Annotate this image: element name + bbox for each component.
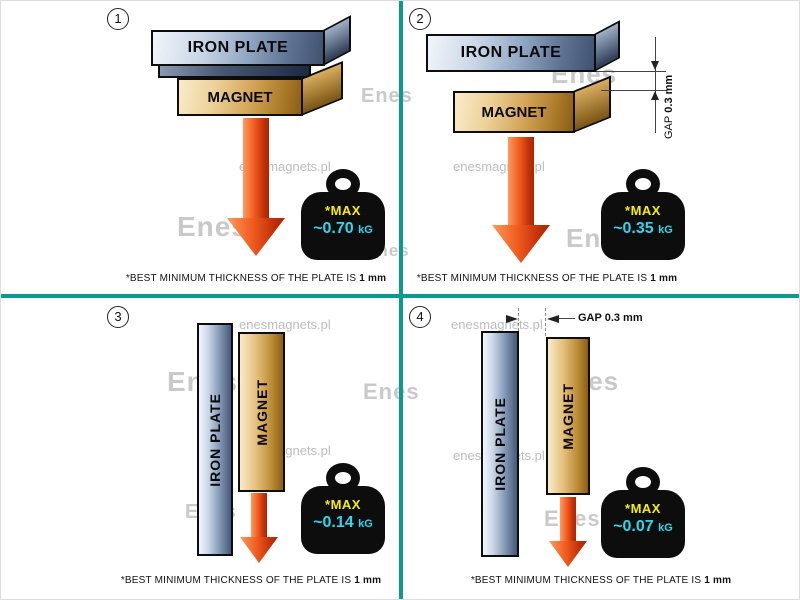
- iron-plate: IRON PLATE: [481, 331, 519, 557]
- panel-4-number: 4: [409, 306, 431, 328]
- enes-logo-watermark: Enes: [363, 379, 420, 404]
- max-label: *MAX: [625, 203, 661, 218]
- panel-4: 4 enesmagnets.pl Enes Enes enesmagnets.p…: [401, 296, 799, 599]
- gap-extension-line: [518, 308, 519, 336]
- iron-plate-label: IRON PLATE: [187, 39, 289, 56]
- weight-icon: *MAX ~0.07 kG: [601, 467, 685, 558]
- force-value: ~0.07: [613, 518, 654, 535]
- magnet: MAGNET: [177, 78, 303, 116]
- panel-3-number: 3: [107, 306, 129, 328]
- pull-force-arrow: [549, 497, 587, 567]
- iron-plate-label: IRON PLATE: [492, 397, 508, 491]
- pull-force-arrow: [240, 493, 278, 563]
- gap-label: GAP 0.3 mm: [663, 74, 675, 139]
- caption: *BEST MINIMUM THICKNESS OF THE PLATE IS …: [125, 273, 387, 284]
- weight-body: *MAX ~0.07 kG: [601, 490, 685, 558]
- site-watermark: enesmagnets.pl: [239, 317, 331, 332]
- magnet: MAGNET: [546, 337, 590, 495]
- gap-arrow-down: [651, 61, 659, 70]
- site-watermark: enesmagnets.pl: [451, 317, 543, 332]
- force-value: ~0.14: [313, 514, 354, 531]
- iron-plate-bottom-face: [158, 64, 311, 78]
- magnet-label: MAGNET: [253, 378, 270, 446]
- vertical-divider: [399, 1, 403, 599]
- iron-plate: IRON PLATE: [197, 323, 233, 556]
- weight-icon: *MAX ~0.35 kG: [601, 169, 685, 260]
- panel-1-number: 1: [107, 8, 129, 30]
- gap-extension-line: [596, 71, 666, 72]
- gap-arrow-up: [651, 91, 659, 100]
- caption: *BEST MINIMUM THICKNESS OF THE PLATE IS …: [120, 575, 382, 586]
- gap-extension-line: [601, 90, 666, 91]
- gap-label: GAP 0.3 mm: [578, 312, 643, 324]
- force-value: ~0.35: [613, 220, 654, 237]
- panel-3: 3 enesmagnets.pl Enes Enes enesmagnets.p…: [1, 296, 419, 599]
- magnet-label: MAGNET: [207, 88, 273, 106]
- iron-plate: IRON PLATE: [151, 30, 325, 66]
- weight-icon: *MAX ~0.14 kG: [301, 463, 385, 554]
- gap-extension-line: [545, 308, 546, 336]
- weight-body: *MAX ~0.35 kG: [601, 192, 685, 260]
- gap-arrow-left: [547, 315, 559, 323]
- iron-plate: IRON PLATE: [426, 34, 596, 72]
- force-unit: kG: [658, 224, 673, 236]
- pull-force-arrow: [492, 137, 550, 263]
- weight-body: *MAX ~0.14 kG: [301, 486, 385, 554]
- iron-plate-label: IRON PLATE: [460, 44, 562, 61]
- panel-2-number: 2: [409, 8, 431, 30]
- caption: *BEST MINIMUM THICKNESS OF THE PLATE IS …: [416, 273, 678, 284]
- force-value: ~0.70: [313, 220, 354, 237]
- pull-force-arrow: [227, 118, 285, 256]
- magnet: MAGNET: [453, 91, 575, 133]
- force-unit: kG: [358, 518, 373, 530]
- force-unit: kG: [658, 522, 673, 534]
- iron-plate-side-face: [323, 15, 351, 66]
- caption: *BEST MINIMUM THICKNESS OF THE PLATE IS …: [470, 575, 732, 586]
- magnet-label: MAGNET: [481, 103, 547, 121]
- max-label: *MAX: [325, 203, 361, 218]
- max-label: *MAX: [625, 501, 661, 516]
- magnet-label: MAGNET: [560, 382, 576, 450]
- force-unit: kG: [358, 224, 373, 236]
- panel-1: 1 Enes Enes Enes Enes enesmagnets.pl IRO…: [1, 1, 412, 296]
- weight-icon: *MAX ~0.70 kG: [301, 169, 385, 260]
- gap-dimension-line: [655, 37, 656, 133]
- magnet: MAGNET: [238, 332, 285, 492]
- max-label: *MAX: [325, 497, 361, 512]
- panel-2: 2 Enes Enes enesmagnets.pl IRON PLATE MA…: [401, 1, 799, 296]
- gap-dimension-line: [559, 318, 575, 319]
- weight-body: *MAX ~0.70 kG: [301, 192, 385, 260]
- gap-arrow-right: [506, 315, 518, 323]
- iron-plate-label: IRON PLATE: [207, 392, 223, 487]
- horizontal-divider: [1, 294, 799, 298]
